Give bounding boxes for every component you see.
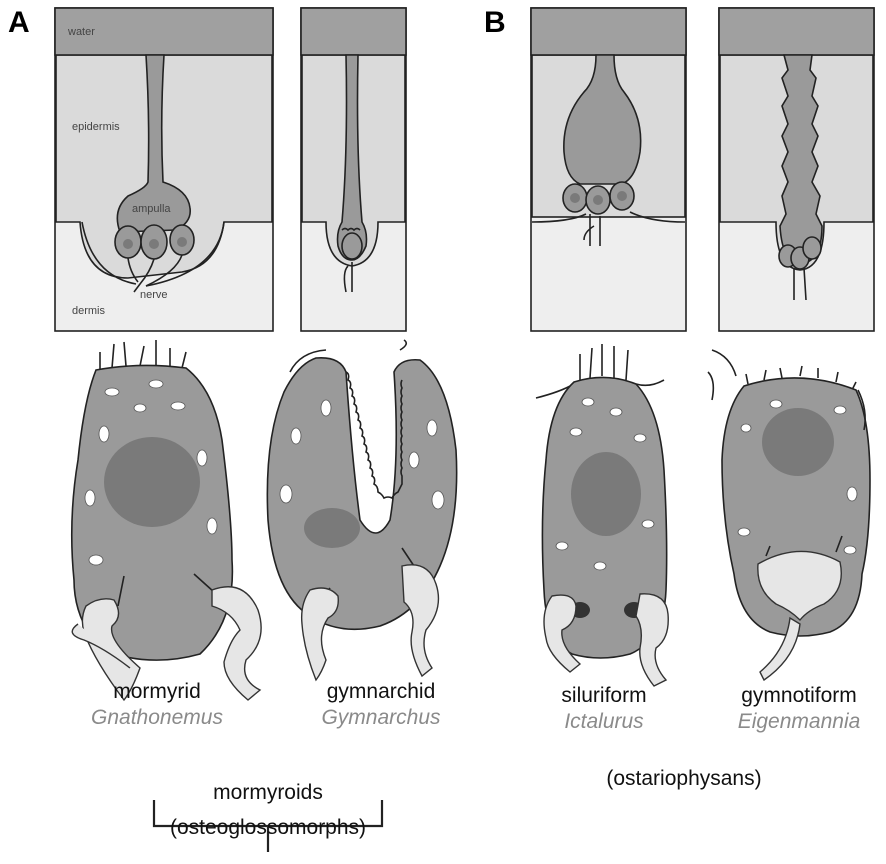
receptor-nucleus: [617, 191, 627, 201]
mitochondrion: [642, 520, 654, 528]
panel-label-b: B: [484, 6, 506, 39]
label-nerve: nerve: [140, 289, 168, 301]
receptor-nucleus: [570, 193, 580, 203]
mitochondrion: [280, 485, 292, 503]
panel-label-a: A: [8, 6, 30, 39]
species-common-name-gymnarchid: gymnarchid: [281, 680, 481, 704]
mitochondrion: [85, 490, 95, 506]
mitochondrion: [844, 546, 856, 554]
mitochondrion: [99, 426, 109, 442]
mitochondrion: [594, 562, 606, 570]
label-water: water: [67, 26, 95, 38]
organ-diagram-siluriform: [531, 8, 686, 331]
mitochondrion: [834, 406, 846, 414]
mitochondrion: [321, 400, 331, 416]
receptor-nucleus: [593, 195, 603, 205]
group-label-osteoglossomorphs: (osteoglossomorphs): [128, 816, 408, 840]
organ-diagram-gymnotiform: [719, 8, 874, 331]
receptor-cell-gymnarchid: [267, 340, 456, 680]
mitochondrion: [556, 542, 568, 550]
species-latin-name-mormyrid: Gnathonemus: [57, 706, 257, 730]
group-label-mormyroids: mormyroids: [148, 781, 388, 805]
organ-diagram-gymnarchid: [301, 8, 406, 331]
afferent-nerve-terminal: [636, 594, 668, 686]
receptor-nucleus: [123, 239, 133, 249]
cell-nucleus: [571, 452, 641, 536]
receptor-cell-mormyrid: [72, 340, 261, 700]
organ-diagram-mormyrid: water epidermis ampulla nerve dermis: [55, 8, 273, 331]
mitochondrion: [770, 400, 782, 408]
group-label-ostariophysans: (ostariophysans): [564, 767, 804, 791]
mitochondrion: [197, 450, 207, 466]
mitochondrion: [207, 518, 217, 534]
mitochondrion: [427, 420, 437, 436]
receptor-cell: [803, 237, 821, 259]
mitochondrion: [570, 428, 582, 436]
mitochondrion: [105, 388, 119, 396]
label-dermis: dermis: [72, 305, 106, 317]
water-layer: [301, 8, 406, 55]
afferent-nerve-terminal: [402, 565, 438, 676]
receptor-cell: [342, 233, 362, 259]
mitochondrion: [89, 555, 103, 565]
cell-nucleus: [304, 508, 360, 548]
mitochondrion: [738, 528, 750, 536]
membrane-edge: [708, 350, 736, 400]
species-common-name-siluriform: siluriform: [504, 684, 704, 708]
species-latin-name-gymnarchid: Gymnarchus: [281, 706, 481, 730]
receptor-nucleus: [149, 239, 159, 249]
mitochondrion: [634, 434, 646, 442]
receptor-cell-siluriform: [536, 344, 668, 686]
mitochondrion: [149, 380, 163, 388]
mitochondrion: [432, 491, 444, 509]
receptor-cell-gymnotiform: [708, 350, 870, 680]
mitochondrion: [171, 402, 185, 410]
receptor-nucleus: [177, 237, 187, 247]
afferent-nerve-terminal: [302, 588, 339, 680]
cell-nucleus: [104, 437, 200, 527]
mitochondrion: [741, 424, 751, 432]
mitochondrion: [610, 408, 622, 416]
species-common-name-mormyrid: mormyrid: [57, 680, 257, 704]
label-epidermis: epidermis: [72, 121, 120, 133]
cell-nucleus: [762, 408, 834, 476]
mitochondrion: [847, 487, 857, 501]
water-layer: [719, 8, 874, 55]
label-ampulla: ampulla: [132, 203, 171, 215]
species-common-name-gymnotiform: gymnotiform: [699, 684, 886, 708]
water-layer: [531, 8, 686, 55]
species-latin-name-gymnotiform: Eigenmannia: [699, 710, 886, 734]
species-latin-name-siluriform: Ictalurus: [504, 710, 704, 734]
mitochondrion: [582, 398, 594, 406]
mitochondrion: [134, 404, 146, 412]
mitochondrion: [291, 428, 301, 444]
mitochondrion: [409, 452, 419, 468]
